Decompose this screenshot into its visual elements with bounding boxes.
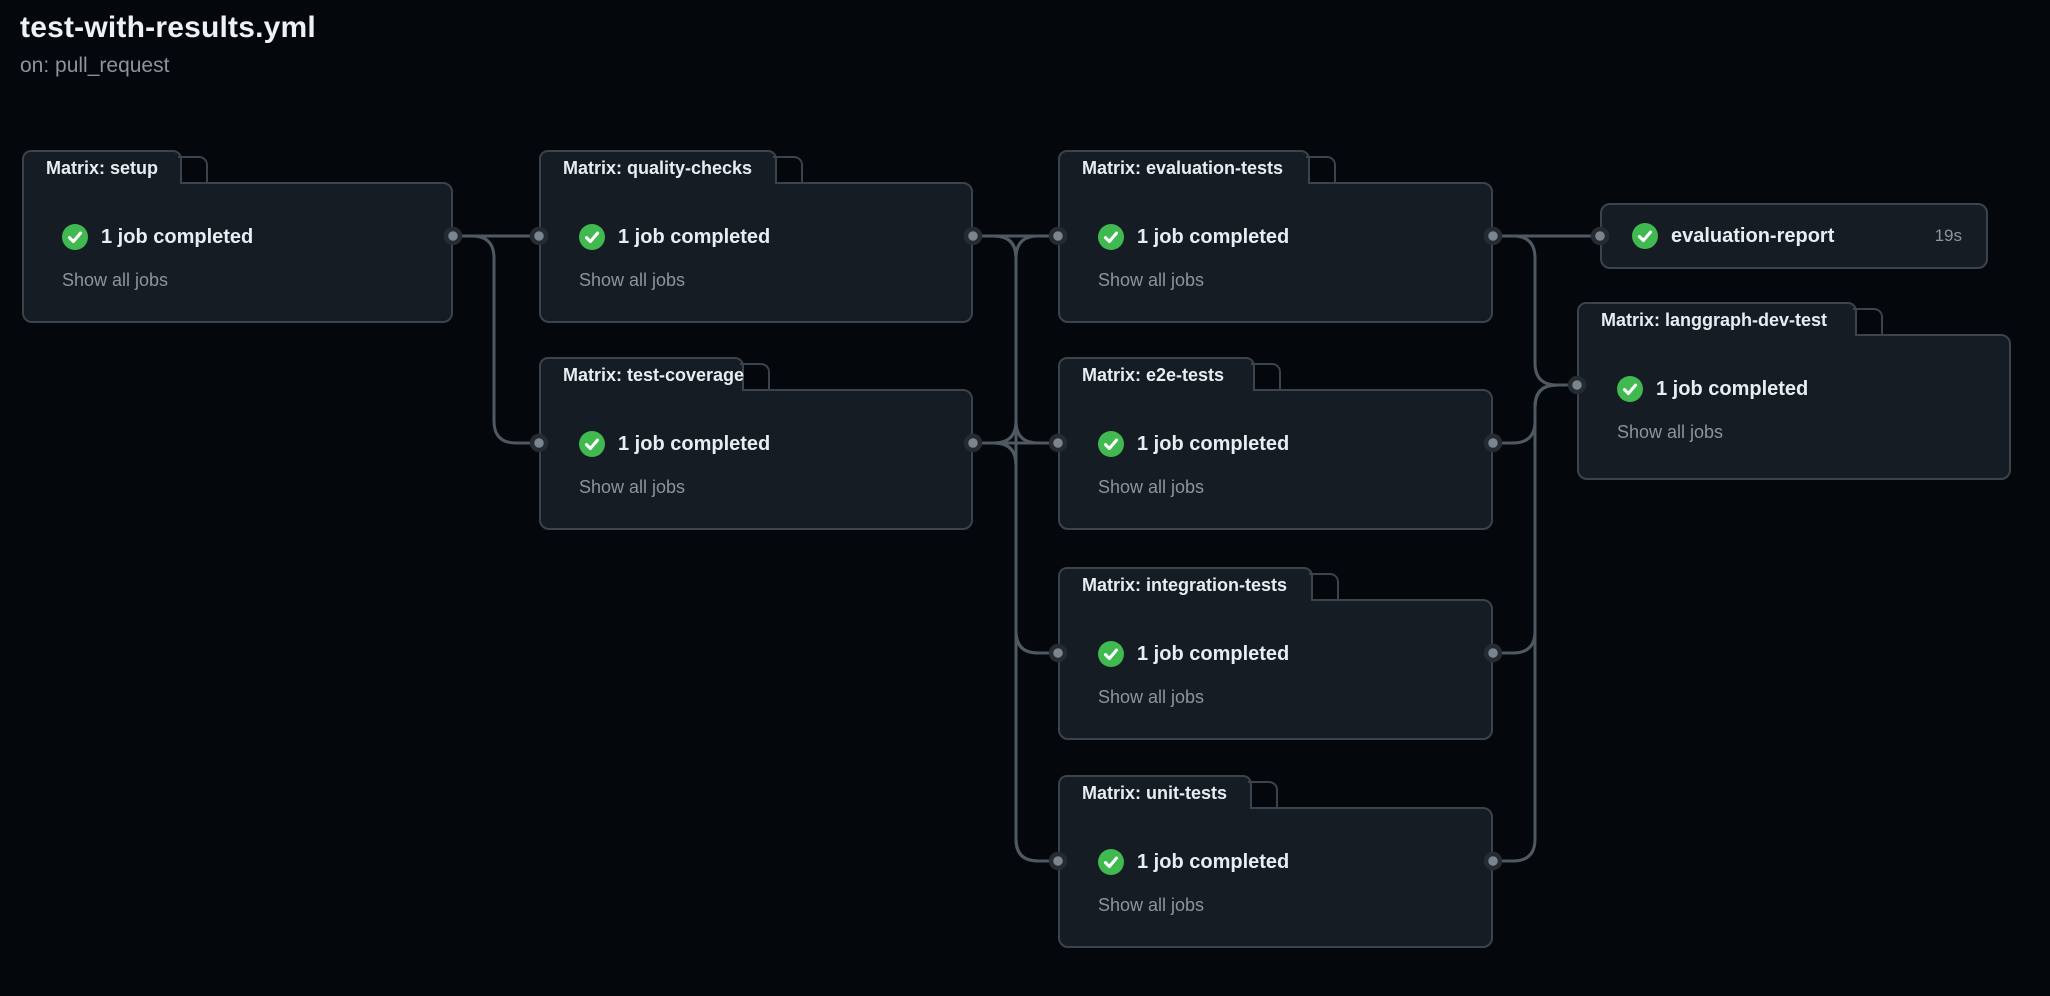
show-all-jobs-link[interactable]: Show all jobs: [579, 477, 686, 497]
tab-notch: [740, 363, 770, 391]
edge-setup-test-coverage: [453, 234, 539, 445]
show-all-jobs-link[interactable]: Show all jobs: [1098, 687, 1205, 707]
card-body: 1 job completed Show all jobs: [1058, 599, 1493, 740]
card-tab: Matrix: langgraph-dev-test: [1577, 302, 1883, 336]
edge-test-coverage-unit: [973, 441, 1058, 863]
card-tab: Matrix: setup: [22, 150, 208, 184]
card-body: 1 job completed Show all jobs: [1577, 334, 2011, 480]
job-card-test-coverage[interactable]: Matrix: test-coverage 1 job completed Sh…: [539, 357, 973, 530]
show-all-jobs-link[interactable]: Show all jobs: [579, 270, 686, 290]
check-circle-icon: [1098, 849, 1124, 875]
check-circle-icon: [1098, 641, 1124, 667]
edge-test-coverage-evaluation: [973, 234, 1058, 445]
card-body: 1 job completed Show all jobs: [539, 389, 973, 530]
edge-quality-checks-integration: [973, 234, 1058, 655]
card-body: 1 job completed Show all jobs: [539, 182, 973, 323]
job-card-setup[interactable]: Matrix: setup 1 job completed Show all j…: [22, 150, 453, 323]
check-circle-icon: [62, 224, 88, 250]
status-row: 1 job completed: [1098, 431, 1289, 457]
card-tab-label: Matrix: e2e-tests: [1082, 364, 1225, 385]
edge-integration-langgraph: [1493, 383, 1577, 655]
workflow-trigger: on: pull_request: [20, 54, 170, 77]
card-tab: Matrix: unit-tests: [1058, 775, 1278, 809]
check-circle-icon: [1632, 223, 1658, 249]
card-tab-label: Matrix: test-coverage: [563, 364, 745, 385]
job-card-evaluation-tests[interactable]: Matrix: evaluation-tests 1 job completed…: [1058, 150, 1493, 323]
check-circle-icon: [579, 431, 605, 457]
show-all-jobs-link[interactable]: Show all jobs: [1098, 270, 1205, 290]
tab-notch: [1309, 573, 1339, 601]
status-row: 1 job completed: [62, 224, 253, 250]
status-text: 1 job completed: [101, 225, 254, 248]
edge-quality-checks-e2e: [973, 234, 1058, 445]
check-circle-icon: [579, 224, 605, 250]
job-card-e2e-tests[interactable]: Matrix: e2e-tests 1 job completed Show a…: [1058, 357, 1493, 530]
status-row: evaluation-report 19s: [1602, 205, 1986, 267]
show-all-jobs-link[interactable]: Show all jobs: [1098, 477, 1205, 497]
job-card-evaluation-report[interactable]: evaluation-report 19s: [1600, 203, 1988, 269]
tab-notch: [1251, 363, 1281, 391]
status-row: 1 job completed: [1098, 641, 1289, 667]
tab-notch: [773, 156, 803, 184]
check-circle-icon: [1098, 224, 1124, 250]
status-row: 1 job completed: [1098, 224, 1289, 250]
job-name: evaluation-report: [1671, 224, 1835, 247]
card-tab-label: Matrix: langgraph-dev-test: [1601, 309, 1828, 330]
card-tab: Matrix: e2e-tests: [1058, 357, 1281, 391]
job-card-unit-tests[interactable]: Matrix: unit-tests 1 job completed Show …: [1058, 775, 1493, 948]
edge-e2e-langgraph: [1493, 383, 1577, 445]
status-row: 1 job completed: [579, 224, 770, 250]
edge-test-coverage-integration: [973, 441, 1058, 655]
status-row: 1 job completed: [1098, 849, 1289, 875]
status-row: 1 job completed: [1617, 376, 1808, 402]
tab-notch: [178, 156, 208, 184]
tab-notch: [1248, 781, 1278, 809]
check-circle-icon: [1617, 376, 1643, 402]
status-text: 1 job completed: [618, 225, 771, 248]
card-body: 1 job completed Show all jobs: [1058, 807, 1493, 948]
card-tab-label: Matrix: unit-tests: [1082, 782, 1228, 803]
card-body: 1 job completed Show all jobs: [1058, 389, 1493, 530]
status-text: 1 job completed: [1137, 225, 1290, 248]
workflow-title: test-with-results.yml: [20, 11, 316, 44]
card-tab: Matrix: evaluation-tests: [1058, 150, 1336, 184]
card-tab-label: Matrix: integration-tests: [1082, 574, 1288, 595]
tab-notch: [1306, 156, 1336, 184]
status-text: 1 job completed: [618, 432, 771, 455]
workflow-header: test-with-results.yml on: pull_request: [20, 10, 316, 78]
show-all-jobs-link[interactable]: Show all jobs: [1617, 422, 1724, 442]
card-tab-label: Matrix: setup: [46, 157, 159, 178]
card-tab-label: Matrix: evaluation-tests: [1082, 157, 1284, 178]
job-duration: 19s: [1934, 226, 1962, 245]
card-body: evaluation-report 19s: [1600, 203, 1988, 269]
card-body: 1 job completed Show all jobs: [1058, 182, 1493, 323]
job-card-langgraph-dev-test[interactable]: Matrix: langgraph-dev-test 1 job complet…: [1577, 302, 2011, 480]
card-tab: Matrix: test-coverage: [539, 357, 770, 391]
status-text: 1 job completed: [1137, 432, 1290, 455]
card-tab: Matrix: quality-checks: [539, 150, 803, 184]
job-card-integration-tests[interactable]: Matrix: integration-tests 1 job complete…: [1058, 567, 1493, 740]
edge-unit-langgraph: [1493, 383, 1577, 863]
card-tab: Matrix: integration-tests: [1058, 567, 1339, 601]
card-tab-label: Matrix: quality-checks: [563, 157, 753, 178]
show-all-jobs-link[interactable]: Show all jobs: [1098, 895, 1205, 915]
status-text: 1 job completed: [1656, 377, 1809, 400]
check-circle-icon: [1098, 431, 1124, 457]
status-text: 1 job completed: [1137, 850, 1290, 873]
job-card-quality-checks[interactable]: Matrix: quality-checks 1 job completed S…: [539, 150, 973, 323]
status-text: 1 job completed: [1137, 642, 1290, 665]
tab-notch: [1853, 308, 1883, 336]
status-row: 1 job completed: [579, 431, 770, 457]
edge-evaluation-langgraph: [1493, 234, 1577, 387]
card-body: 1 job completed Show all jobs: [22, 182, 453, 323]
edge-quality-checks-unit: [973, 234, 1058, 863]
show-all-jobs-link[interactable]: Show all jobs: [62, 270, 169, 290]
